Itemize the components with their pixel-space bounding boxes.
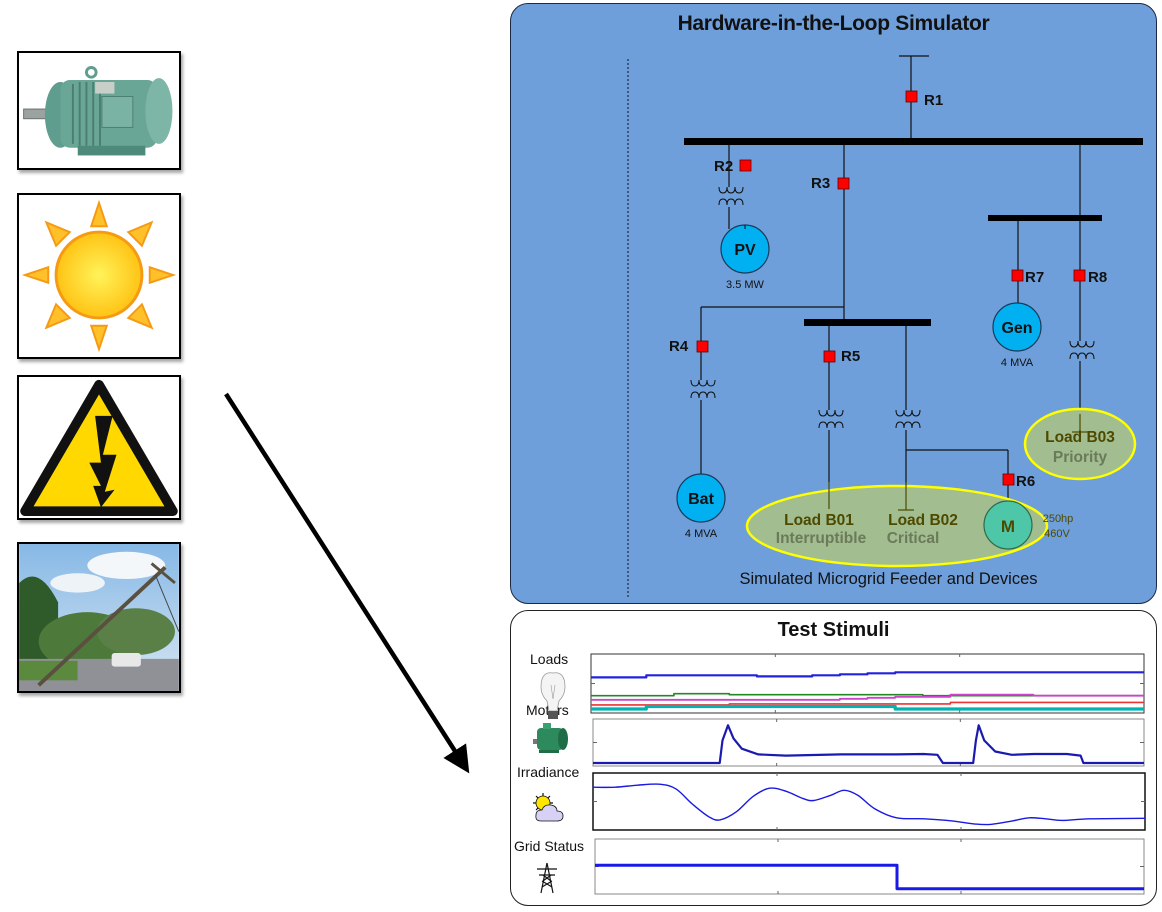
series-motor-current bbox=[593, 724, 1144, 765]
stimuli-title: Test Stimuli bbox=[777, 619, 890, 641]
transformer-icon bbox=[690, 379, 716, 399]
hil-simulator-panel: R1 R2 R3 R4 R5 R6 R7 R8 PV Bat Gen M 3.5… bbox=[510, 3, 1157, 604]
relay-r8[interactable] bbox=[1073, 269, 1086, 282]
induction-motor-photo bbox=[17, 51, 181, 170]
relay-r7[interactable] bbox=[1011, 269, 1024, 282]
load-b03-ellipse bbox=[1023, 407, 1137, 481]
relay-r2[interactable] bbox=[739, 159, 752, 172]
load-group-ellipse bbox=[745, 484, 1049, 568]
transformer-icon bbox=[1069, 340, 1095, 360]
relay-label: R7 bbox=[1025, 269, 1044, 286]
battery-source[interactable] bbox=[676, 473, 726, 523]
load-b01-name: Load B01 bbox=[784, 512, 854, 529]
irradiance-plot-frame bbox=[592, 772, 1146, 831]
downed-power-pole-photo bbox=[17, 542, 181, 693]
test-stimuli-panel: Test Stimuli Loads Motors Irradiance Gri… bbox=[510, 610, 1157, 906]
transformer-icon bbox=[718, 186, 744, 206]
load-b01-type: Interruptible bbox=[776, 530, 867, 547]
pv-rating: 3.5 MW bbox=[726, 279, 765, 291]
generator-source[interactable] bbox=[992, 302, 1042, 352]
load-b02-name: Load B02 bbox=[888, 512, 958, 529]
load-b02-type: Critical bbox=[887, 530, 940, 547]
bat-rating: 4 MVA bbox=[685, 528, 718, 540]
grid-status-label: Grid Status bbox=[514, 838, 585, 854]
relay-label: R1 bbox=[924, 92, 943, 109]
series-load-cyan bbox=[591, 704, 1144, 711]
relay-label: R5 bbox=[841, 348, 860, 365]
light-bulb-icon bbox=[540, 672, 566, 719]
motor-label: M bbox=[1001, 517, 1015, 536]
stimuli-charts bbox=[533, 653, 1146, 895]
relay-label: R8 bbox=[1088, 269, 1107, 286]
relay-label: R4 bbox=[669, 338, 689, 355]
loads-label: Loads bbox=[530, 651, 569, 667]
relay-label: R6 bbox=[1016, 473, 1035, 490]
relay-label: R3 bbox=[811, 175, 830, 192]
hil-caption: Simulated Microgrid Feeder and Devices bbox=[739, 570, 1038, 588]
load-b03-type: Priority bbox=[1053, 449, 1108, 466]
hil-title: Hardware-in-the-Loop Simulator bbox=[677, 12, 990, 35]
relay-r4[interactable] bbox=[696, 340, 709, 353]
transformer-icon bbox=[895, 409, 921, 429]
relay-r3[interactable] bbox=[837, 177, 850, 190]
main-bus bbox=[684, 138, 1143, 145]
relay-r1[interactable] bbox=[905, 90, 918, 103]
relay-r6[interactable] bbox=[1002, 473, 1015, 486]
feeder-bus bbox=[804, 319, 931, 326]
sun-photo bbox=[17, 193, 181, 359]
series-load-magenta bbox=[591, 693, 1144, 701]
gen-label: Gen bbox=[1001, 320, 1032, 337]
relay-r5[interactable] bbox=[823, 350, 836, 363]
transmission-tower-icon bbox=[537, 862, 557, 894]
motors-plot-frame bbox=[592, 718, 1145, 767]
downed-pole-icon bbox=[19, 544, 179, 691]
relay-label: R2 bbox=[714, 158, 733, 175]
lightning-bolt-warning-icon bbox=[19, 377, 179, 518]
gen-bus bbox=[988, 215, 1102, 221]
series-grid-status bbox=[595, 863, 1144, 891]
microgrid-one-line-diagram: R1 R2 R3 R4 R5 R6 R7 R8 PV Bat Gen M 3.5… bbox=[627, 55, 1143, 597]
irradiance-label: Irradiance bbox=[517, 764, 580, 780]
motor-voltage-rating: 460V bbox=[1044, 528, 1070, 540]
high-voltage-warning-sign bbox=[17, 375, 181, 520]
pv-label: PV bbox=[734, 242, 756, 259]
sun-icon bbox=[19, 195, 179, 357]
partly-cloudy-icon bbox=[533, 793, 564, 822]
motor-icon bbox=[533, 723, 568, 753]
bat-label: Bat bbox=[688, 491, 714, 508]
series-load-blue bbox=[591, 671, 1144, 679]
motor-load[interactable] bbox=[983, 500, 1033, 550]
motor-icon bbox=[19, 53, 179, 168]
gen-rating: 4 MVA bbox=[1001, 357, 1034, 369]
motor-hp-rating: 250hp bbox=[1043, 513, 1074, 525]
load-b03-name: Load B03 bbox=[1045, 429, 1115, 446]
series-irradiance bbox=[592, 783, 1146, 826]
transformer-icon bbox=[818, 409, 844, 429]
